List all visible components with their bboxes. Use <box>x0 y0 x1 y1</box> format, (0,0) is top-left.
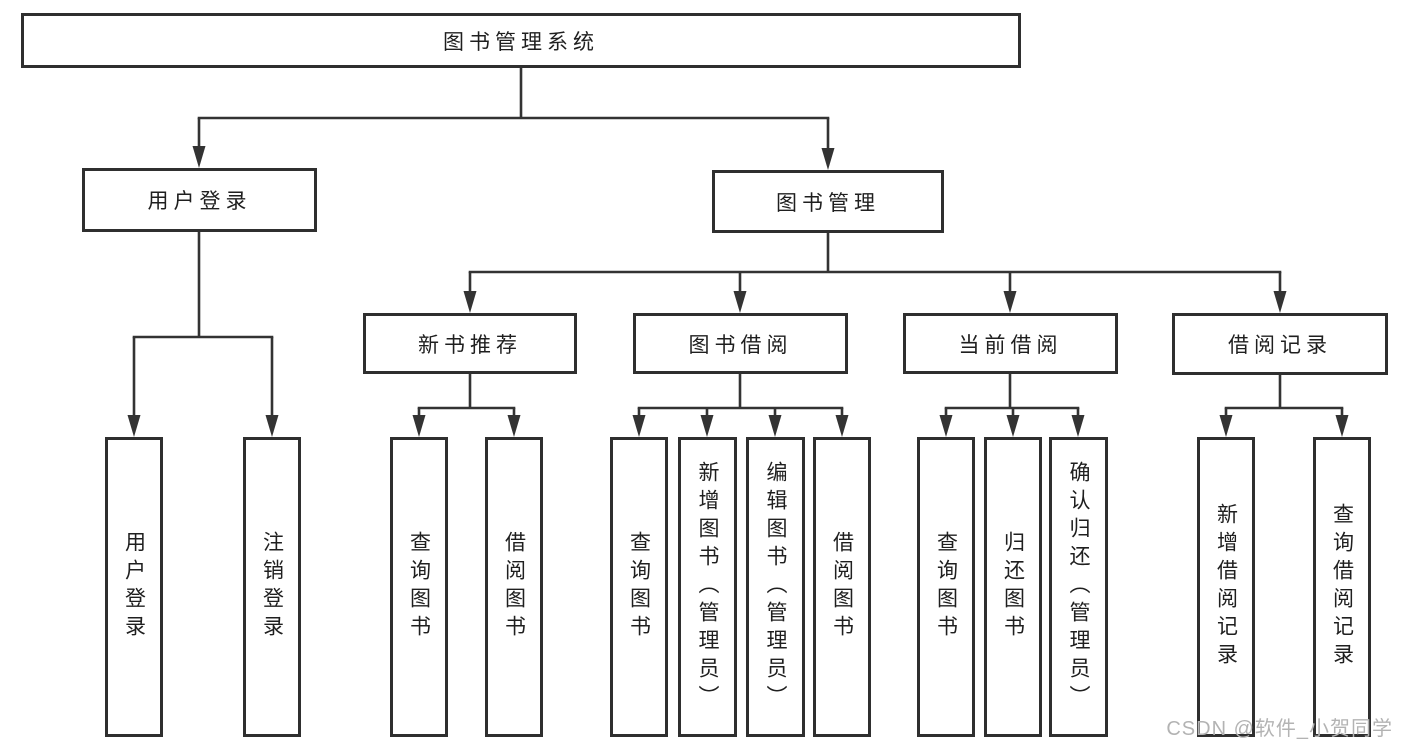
leaf-query-books-current: 查询图书 <box>917 437 975 737</box>
node-library-management-system: 图书管理系统 <box>21 13 1021 68</box>
node-label: 借阅记录 <box>1228 334 1332 357</box>
node-label: 用户登录 <box>147 190 252 213</box>
node-label: 图书借阅 <box>688 333 793 357</box>
node-label: 新书推荐 <box>418 333 522 357</box>
node-label: 注销登录 <box>260 531 284 643</box>
leaf-add-borrow-record: 新增借阅记录 <box>1197 437 1255 737</box>
node-label: 查询图书 <box>407 531 431 643</box>
leaf-confirm-return-admin: 确认归还（管理员） <box>1049 437 1108 737</box>
leaf-borrow-books: 借阅图书 <box>813 437 871 737</box>
node-label: 借阅图书 <box>502 531 526 643</box>
leaf-query-books-borrow: 查询图书 <box>610 437 668 737</box>
node-label: 图书管理系统 <box>443 30 599 54</box>
leaf-add-book-admin: 新增图书（管理员） <box>678 437 737 737</box>
node-label: 查询借阅记录 <box>1330 503 1354 671</box>
node-borrow-records: 借阅记录 <box>1172 313 1388 375</box>
leaf-return-book: 归还图书 <box>984 437 1042 737</box>
node-user-login: 用户登录 <box>82 168 317 232</box>
node-label: 用户登录 <box>122 531 146 643</box>
leaf-borrow-books-recommend: 借阅图书 <box>485 437 543 737</box>
leaf-logout: 注销登录 <box>243 437 301 737</box>
node-book-management: 图书管理 <box>712 170 944 233</box>
leaf-edit-book-admin: 编辑图书（管理员） <box>746 437 805 737</box>
node-label: 新增图书（管理员） <box>696 461 719 713</box>
leaf-user-login: 用户登录 <box>105 437 163 737</box>
node-book-borrow: 图书借阅 <box>633 313 848 374</box>
node-label: 图书管理 <box>776 191 880 215</box>
node-label: 确认归还（管理员） <box>1067 461 1090 713</box>
node-label: 当前借阅 <box>958 333 1063 357</box>
arrow-down-icons <box>127 146 1349 437</box>
leaf-query-borrow-record: 查询借阅记录 <box>1313 437 1371 737</box>
leaf-query-books-recommend: 查询图书 <box>390 437 448 737</box>
node-label: 归还图书 <box>1001 531 1025 643</box>
node-label: 查询图书 <box>627 531 651 643</box>
node-label: 查询图书 <box>934 531 958 643</box>
node-label: 新增借阅记录 <box>1214 503 1238 671</box>
node-new-book-recommend: 新书推荐 <box>363 313 577 374</box>
node-label: 借阅图书 <box>830 531 854 643</box>
node-current-borrow: 当前借阅 <box>903 313 1118 374</box>
node-label: 编辑图书（管理员） <box>764 461 787 713</box>
